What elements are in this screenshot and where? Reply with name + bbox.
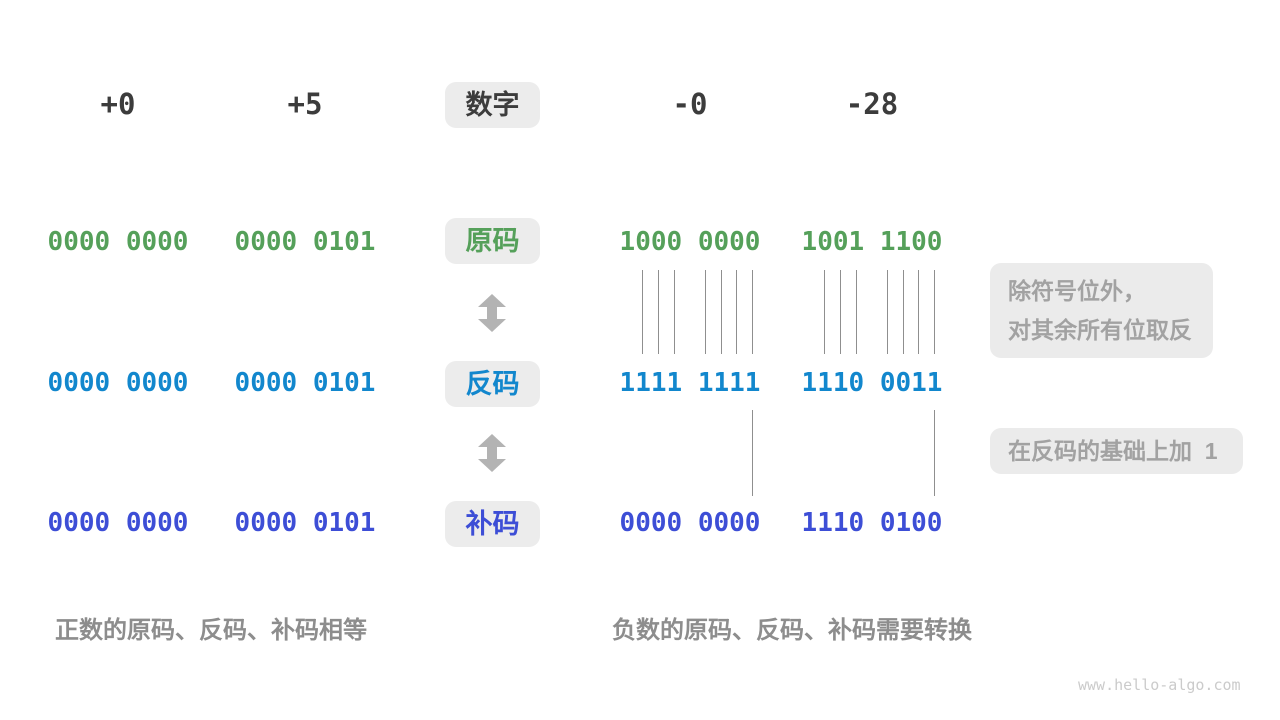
carry-connector-line <box>752 410 753 496</box>
caption-negative: 负数的原码、反码、补码需要转换 <box>612 617 972 644</box>
bit-connector-group <box>801 270 943 354</box>
annotation-line: 对其余所有位取反 <box>1008 317 1192 343</box>
number-plus-zero: +0 <box>100 87 136 121</box>
up-down-arrow-icon <box>478 434 506 472</box>
binary-value: 0000 0101 <box>234 368 376 398</box>
watermark: www.hello-algo.com <box>1078 676 1241 694</box>
number-minus-zero: -0 <box>672 87 708 121</box>
bit-connector-line <box>721 270 722 354</box>
binary-value: 1110 0100 <box>801 508 943 538</box>
sign-magnitude-label-box: 原码 <box>445 218 540 264</box>
bit-connector-line <box>934 270 935 354</box>
number-label-box: 数字 <box>445 82 540 128</box>
binary-value: 0000 0000 <box>47 508 189 538</box>
annotation-invert-bits: 除符号位外， 对其余所有位取反 <box>990 263 1213 358</box>
binary-value: 1001 1100 <box>801 227 943 257</box>
bit-connector-line <box>642 270 643 354</box>
binary-value: 1110 0011 <box>801 368 943 398</box>
bit-connector-line <box>840 270 841 354</box>
up-down-arrow-icon <box>478 294 506 332</box>
binary-value: 1111 1111 <box>619 368 761 398</box>
number-minus-28: -28 <box>845 87 899 121</box>
ones-complement-label-box: 反码 <box>445 361 540 407</box>
bit-connector-line <box>856 270 857 354</box>
bit-connector-line <box>705 270 706 354</box>
bit-connector-group <box>619 270 761 354</box>
annotation-add-one: 在反码的基础上加 1 <box>990 428 1243 474</box>
binary-value: 0000 0101 <box>234 508 376 538</box>
bit-connector-line <box>658 270 659 354</box>
bit-connector-line <box>674 270 675 354</box>
bit-connector-line <box>903 270 904 354</box>
bit-connector-line <box>824 270 825 354</box>
bit-connector-line <box>887 270 888 354</box>
number-plus-five: +5 <box>287 87 323 121</box>
binary-value: 0000 0000 <box>47 368 189 398</box>
binary-value: 0000 0000 <box>619 508 761 538</box>
bit-connector-line <box>736 270 737 354</box>
bit-connector-line <box>918 270 919 354</box>
annotation-line: 除符号位外， <box>1008 278 1146 304</box>
caption-positive: 正数的原码、反码、补码相等 <box>55 617 367 644</box>
binary-value: 1000 0000 <box>619 227 761 257</box>
binary-value: 0000 0000 <box>47 227 189 257</box>
twos-complement-label-box: 补码 <box>445 501 540 547</box>
bit-connector-line <box>752 270 753 354</box>
binary-value: 0000 0101 <box>234 227 376 257</box>
carry-connector-line <box>934 410 935 496</box>
